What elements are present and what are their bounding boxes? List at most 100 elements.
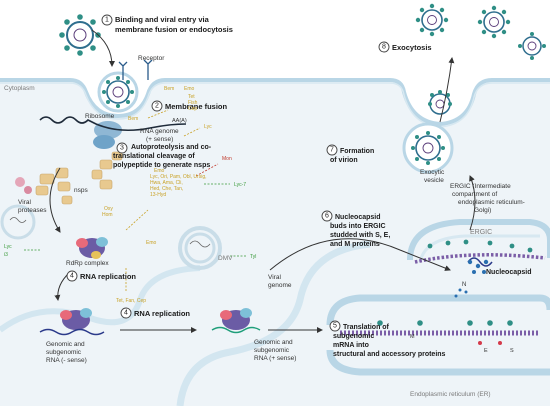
step-7-marker: 7 [326,144,338,156]
ergic-spikes [427,239,533,253]
drug-lyc-1: Lyc [204,124,212,130]
step-5-marker: 5 [329,320,341,332]
rdrp-label: RdRp complex [66,260,109,267]
drug-emo-2: Emo [154,168,165,174]
nsps-label: nsps [74,187,88,194]
drug-list-1: Lyc, Ori, Pam, Obl, Ursig, [150,174,207,180]
n-label: N [462,282,466,288]
step-5-label-line1: Translation of [343,324,390,331]
step-6-marker: 6 [321,210,333,222]
step-4a-label: RNA replication [80,272,136,281]
rdrp-complex [76,237,108,259]
drug-lyc-7: Lyc-7 [234,182,246,188]
drug-lyc-2: Lyc [4,244,12,250]
ergic-desc-line1: ERGIC (Intermediate [450,183,511,190]
genomic-neg-label-line1: Genomic and [46,341,85,348]
step-6-number: 6 [325,213,329,220]
genomic-pos-label-line1: Genomic and [254,339,293,346]
nucleocapsid-label: Nucleocapsid [486,269,532,276]
virion-exocytosed-3 [518,32,546,60]
virion-exocytosed-2 [477,5,511,39]
dmv-vesicle [178,226,222,270]
step-3-label-line3: polypeptide to generate nsps [113,162,210,169]
m-label: M [410,334,415,340]
step-4a-marker: 4 [66,270,78,282]
step-2-number: 2 [155,103,159,110]
exocytic-vesicle-label-line1: Exocytic [420,169,445,176]
step-6-label-line4: and M proteins [330,241,380,248]
step-4a-number: 4 [70,273,74,280]
step-4b-number: 4 [124,310,128,317]
step-3-label-line2: translational cleavage of [113,153,195,160]
step-4b-marker: 4 [120,307,132,319]
step-8-marker: 8 [378,41,390,53]
drug-hom: Hom [102,212,113,218]
step-1-label-line2: membrane fusion or endocytosis [115,25,233,34]
ergic-compartment [407,219,550,264]
step-7-label-line1: Formation [340,148,374,155]
ergic-label: ERGIC [470,229,492,236]
drug-oxy: Oxy [104,206,113,212]
step-5-number: 5 [333,323,337,330]
step-5-label-line2: subgenomic [333,333,374,340]
step-1-label-line1: Binding and viral entry via [115,15,210,24]
drug-mon: Mon [222,156,232,162]
ribosome-label: Ribosome [85,113,115,120]
drug-i3: i3 [4,252,8,258]
dmv-label: DMV [218,255,233,262]
step-2-label: Membrane fusion [165,102,228,111]
step-7-label-line2: of virion [330,157,358,164]
s-label: S [510,348,514,354]
virion-exocytosed-1 [415,3,449,37]
step-3-marker: 3 [116,142,128,154]
drug-list-4: 13-Hyd [150,192,166,198]
rna-genome-strand [39,116,187,132]
drug-bem-1: Bem [164,86,174,92]
viral-proteases-label-line1: Viral [18,199,31,206]
step-1-number: 1 [105,17,109,24]
drug-arrows [24,109,246,292]
process-arrows [49,29,476,333]
step-1-marker: 1 [101,14,113,26]
virion-in-membrane [428,90,452,115]
receptor-label: Receptor [138,55,165,62]
ergic-desc-line3: endoplasmic reticulum- [458,199,525,206]
ergic-desc-line2: compartment of [452,191,497,198]
step-5-label-line4: structural and accessory proteins [333,351,446,358]
step-3-label-line1: Autoproteolysis and co- [131,144,212,151]
drug-tet-1: Tet [188,94,195,100]
genomic-neg-label-line3: RNA (- sense) [46,357,87,364]
polya-label: AA(A) [172,118,187,124]
replication-complex-2 [39,308,105,336]
drug-tet-fan-cep: Tet, Fan, Cep [116,298,146,304]
e-label: E [484,348,488,354]
step-8-number: 8 [382,44,386,51]
receptor-icons [118,59,153,80]
viral-genome-label-line2: genome [268,282,292,289]
rna-genome-label-line1: RNA genome [140,128,179,135]
step-6-label-line3: studded with S, E, [330,232,390,239]
step-8-label: Exocytosis [392,43,432,52]
viral-proteases [15,177,32,194]
exocytic-vesicle [402,122,454,174]
cytoplasm-label: Cytoplasm [4,85,35,92]
drug-bem-2: Bem [128,116,138,122]
er-label: Endoplasmic reticulum (ER) [410,391,491,398]
drug-emo-3: Emo [146,240,157,246]
er-structural-proteins [377,320,513,345]
step-3-number: 3 [120,145,124,152]
drug-fish: Fish [188,100,198,106]
drug-cep-1: Cep [188,106,197,112]
drug-list-3: Hed, Che, Tan, [150,186,183,192]
genomic-pos-label-line2: subgenomic [254,347,290,354]
step-4b-label: RNA replication [134,309,190,318]
step-2-marker: 2 [151,100,163,112]
step-6-label-line1: Nucleocapsid [335,214,381,221]
drug-emo: Emo [184,86,195,92]
genomic-pos-label-line3: RNA (+ sense) [254,355,296,362]
genomic-neg-label-line2: subgenomic [46,349,82,356]
step-5-label-line3: mRNA into [333,342,369,349]
viral-proteases-label-line2: proteases [18,207,47,214]
